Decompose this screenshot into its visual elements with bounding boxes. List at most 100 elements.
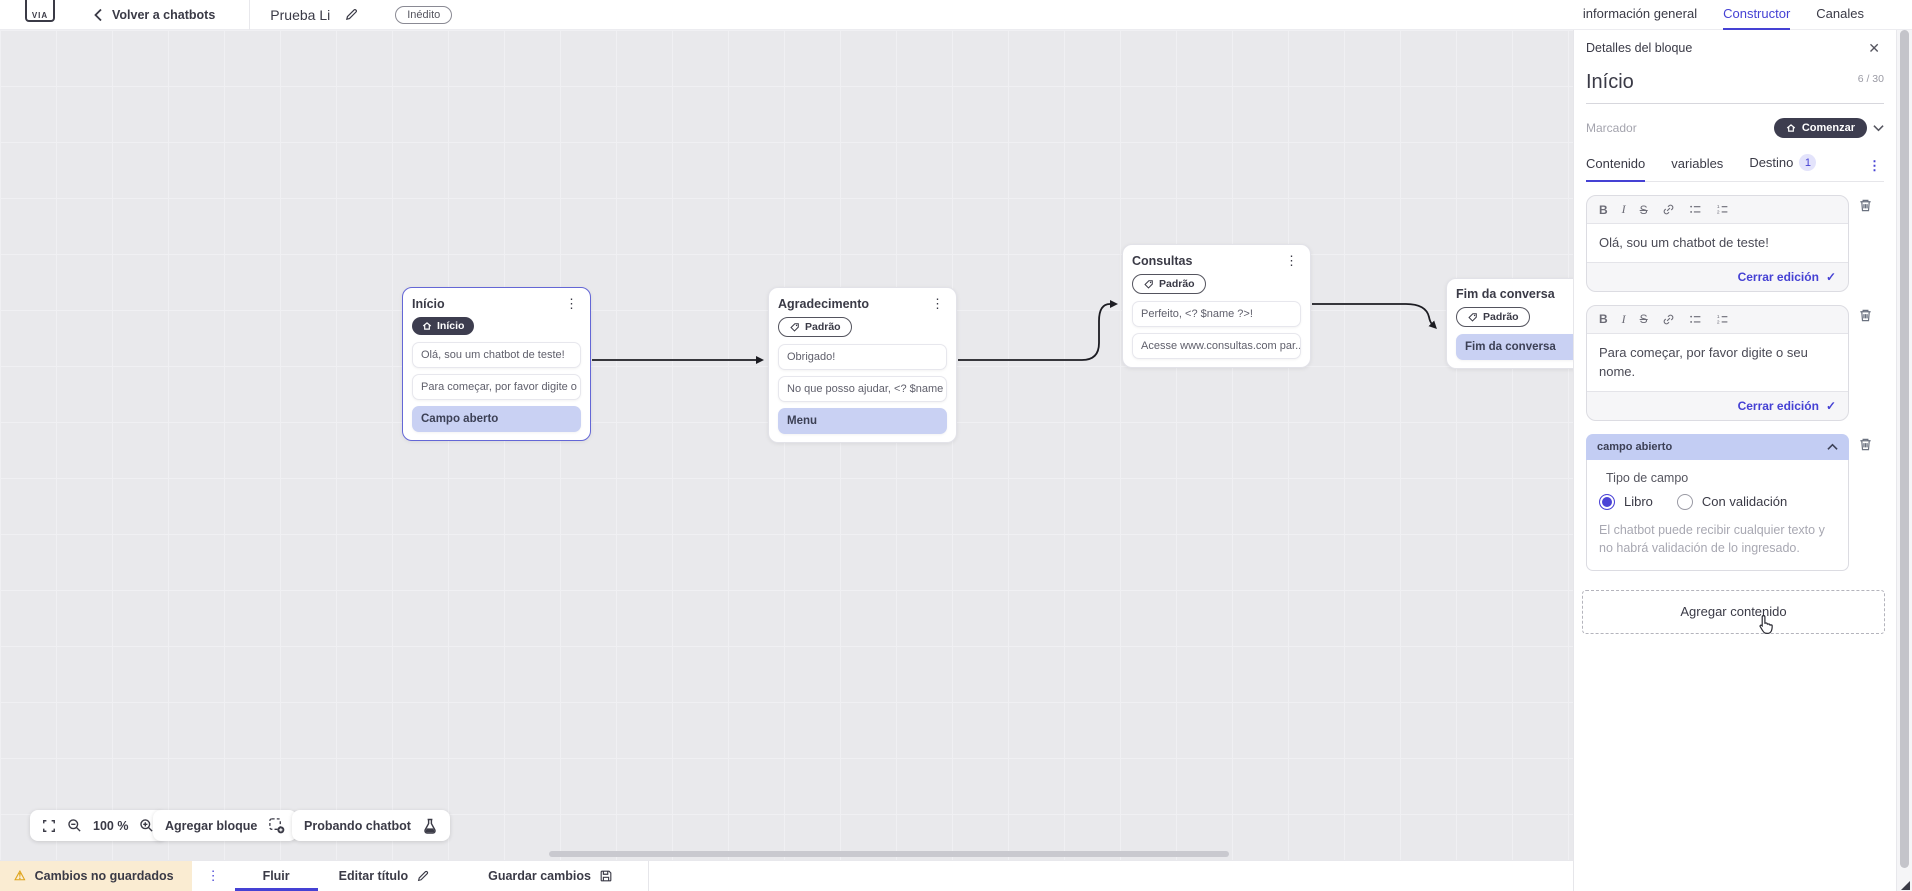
divider	[249, 0, 251, 30]
zoom-out-icon[interactable]	[67, 818, 82, 833]
save-icon	[600, 870, 612, 882]
zoom-toolbar: 100 %	[30, 810, 167, 841]
block-name-input[interactable]: Início	[1586, 71, 1634, 93]
message-text-input[interactable]: Para começar, por favor digite o seu nom…	[1587, 333, 1848, 392]
add-block-icon	[268, 817, 285, 834]
svg-text:1: 1	[1717, 314, 1720, 320]
check-icon: ✓	[1825, 398, 1836, 413]
block-card[interactable]: No que posso ajudar, <? $name ...	[778, 375, 947, 402]
message-text-input[interactable]: Olá, sou um chatbot de teste!	[1587, 224, 1848, 263]
chatbot-title: Prueba Li	[270, 6, 331, 23]
test-chatbot-button[interactable]: Probando chatbot	[292, 810, 450, 841]
block-card[interactable]: Olá, sou um chatbot de teste!	[412, 342, 581, 368]
save-changes-button[interactable]: Guardar cambios	[467, 861, 634, 891]
trash-icon[interactable]	[1858, 308, 1873, 323]
radio-selected-icon[interactable]	[1599, 493, 1615, 510]
radio-option-validated[interactable]: Con validación	[1676, 493, 1787, 510]
destination-count-badge: 1	[1799, 154, 1817, 171]
field-helper-text: El chatbot puede recibir cualquier texto…	[1599, 522, 1825, 555]
strikethrough-icon[interactable]: S	[1639, 202, 1648, 217]
flow-block-inicio[interactable]: Início ⋮ Início Olá, sou um chatbot de t…	[402, 287, 591, 441]
back-to-chatbots-button[interactable]: Volver a chatbots	[93, 8, 215, 22]
chevron-up-icon	[1827, 443, 1838, 450]
bullet-list-icon[interactable]	[1689, 313, 1702, 326]
flow-block-consultas[interactable]: Consultas ⋮ Padrão Perfeito, <? $name ?>…	[1122, 244, 1311, 368]
zoom-in-icon[interactable]	[139, 818, 154, 833]
edit-title-button[interactable]: Editar título	[318, 861, 451, 891]
chevron-down-icon[interactable]	[1873, 124, 1884, 132]
trash-icon[interactable]	[1858, 437, 1873, 452]
block-card[interactable]: Obrigado!	[778, 343, 947, 370]
kebab-menu-icon[interactable]: ⋮	[1285, 253, 1298, 268]
flow-block-agradecimento[interactable]: Agradecimento ⋮ Padrão Obrigado! No que …	[768, 287, 957, 443]
flow-kebab-menu-icon[interactable]: ⋮	[206, 868, 220, 883]
block-card[interactable]: Acesse www.consultas.com par...	[1132, 332, 1301, 359]
flow-connections	[592, 300, 1437, 364]
default-badge: Padrão	[1456, 307, 1530, 327]
block-title: Fim da conversa	[1456, 287, 1555, 301]
field-type-label: Tipo de campo	[1606, 470, 1689, 485]
kebab-menu-icon[interactable]: ⋮	[931, 296, 944, 311]
bold-icon[interactable]: B	[1599, 202, 1608, 217]
back-label: Volver a chatbots	[112, 7, 216, 22]
edit-title-pencil-icon[interactable]	[344, 7, 359, 22]
char-counter: 6 / 30	[1857, 73, 1884, 85]
tab-destino[interactable]: Destino 1	[1749, 154, 1817, 182]
check-icon: ✓	[1825, 269, 1836, 284]
default-badge: Padrão	[1132, 274, 1206, 294]
resize-corner-icon	[1901, 881, 1910, 890]
vertical-scrollbar[interactable]	[1900, 30, 1909, 868]
svg-text:1: 1	[1717, 204, 1720, 210]
tag-icon	[790, 322, 799, 332]
tab-variables[interactable]: variables	[1671, 156, 1724, 171]
block-card[interactable]: Perfeito, <? $name ?>!	[1132, 300, 1301, 327]
chevron-left-icon	[94, 8, 102, 21]
block-name-field[interactable]: Início 6 / 30	[1586, 71, 1884, 104]
home-icon	[1786, 124, 1795, 132]
close-edit-button[interactable]: Cerrar edición ✓	[1737, 398, 1836, 413]
italic-icon[interactable]: I	[1621, 202, 1626, 216]
radio-unselected-icon[interactable]	[1676, 493, 1693, 510]
open-field-section: campo abierto Tipo de campo Libro Con va…	[1586, 433, 1849, 571]
link-icon[interactable]	[1662, 313, 1675, 326]
italic-icon[interactable]: I	[1621, 311, 1626, 326]
link-icon[interactable]	[1662, 203, 1675, 216]
kebab-menu-icon[interactable]: ⋮	[565, 296, 578, 311]
add-content-button[interactable]: Agregar contenido	[1582, 589, 1885, 634]
tab-constructor[interactable]: Constructor	[1723, 0, 1791, 30]
add-block-button[interactable]: Agregar bloque	[153, 810, 298, 841]
tag-icon	[1144, 279, 1153, 289]
marker-select[interactable]: Comenzar	[1773, 118, 1867, 138]
trash-icon[interactable]	[1858, 198, 1873, 213]
flow-tab-fluir[interactable]: Fluir	[234, 861, 318, 891]
close-edit-button[interactable]: Cerrar edición ✓	[1737, 269, 1836, 284]
status-badge: Inédito	[395, 5, 453, 24]
panel-kebab-menu-icon[interactable]: ⋮	[1868, 158, 1881, 173]
strikethrough-icon[interactable]: S	[1639, 312, 1648, 326]
bullet-list-icon[interactable]	[1689, 203, 1702, 216]
close-icon[interactable]: ✕	[1868, 40, 1880, 56]
marker-label: Marcador	[1586, 121, 1637, 135]
block-card-action[interactable]: Menu	[778, 407, 947, 434]
block-card-action[interactable]: Campo aberto	[412, 406, 581, 432]
tab-contenido[interactable]: Contenido	[1586, 156, 1646, 182]
svg-text:2: 2	[1717, 210, 1720, 216]
warning-icon: ⚠	[14, 868, 26, 883]
tab-informacion-general[interactable]: información general	[1582, 6, 1698, 21]
block-title: Agradecimento	[778, 296, 869, 311]
open-field-header[interactable]: campo abierto	[1586, 433, 1849, 460]
flask-icon	[422, 818, 438, 834]
bold-icon[interactable]: B	[1599, 312, 1608, 326]
default-badge: Padrão	[778, 317, 852, 337]
horizontal-scrollbar[interactable]	[549, 851, 1229, 857]
fullscreen-icon[interactable]	[42, 819, 56, 833]
app-logo: VIA	[25, 0, 55, 22]
tab-canales[interactable]: Canales	[1816, 6, 1864, 21]
radio-option-free[interactable]: Libro	[1599, 493, 1653, 510]
block-card[interactable]: Para começar, por favor digite o ...	[412, 374, 581, 400]
